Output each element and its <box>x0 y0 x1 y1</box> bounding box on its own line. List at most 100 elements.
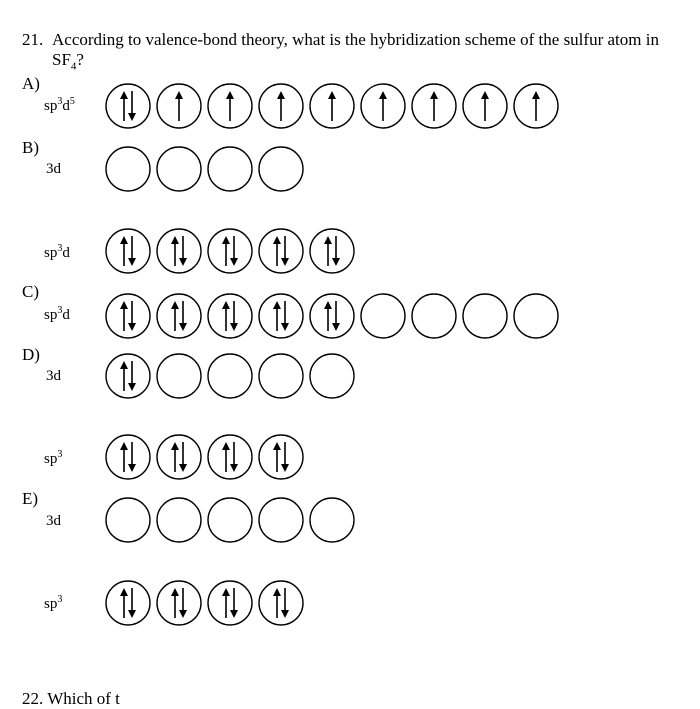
up-arrow-head <box>379 91 387 99</box>
option-a-label: A) <box>22 74 40 93</box>
orbital-circle <box>360 83 406 129</box>
orbital-circle <box>309 497 355 543</box>
option-e-label: E) <box>22 489 39 508</box>
down-arrow-head <box>179 323 187 331</box>
orbital-circle <box>156 293 202 339</box>
orbital-circle <box>513 293 559 339</box>
orbital-circle <box>258 497 304 543</box>
orbital-empty <box>258 146 304 192</box>
orbital-pair <box>258 434 304 480</box>
question-formula: SF4? <box>52 50 84 76</box>
orbital-circle <box>156 83 202 129</box>
up-arrow-head <box>120 301 128 309</box>
orbital-empty <box>156 146 202 192</box>
down-arrow-head <box>128 258 136 266</box>
option-c-label: C) <box>22 282 39 301</box>
orbital-circle <box>258 228 304 274</box>
up-arrow-head <box>120 361 128 369</box>
orbital-empty <box>513 293 559 339</box>
down-arrow-head <box>230 323 238 331</box>
row-label-a: sp3d5 <box>44 96 75 114</box>
orbital-circle <box>462 293 508 339</box>
orbital-circle <box>105 293 151 339</box>
down-arrow-head <box>179 464 187 472</box>
orbital-empty <box>207 353 253 399</box>
orbital-circle <box>207 146 253 192</box>
orbital-pair <box>156 228 202 274</box>
row-label-b1: 3d <box>46 161 61 177</box>
orbital-circle <box>105 497 151 543</box>
orbital-circle <box>462 83 508 129</box>
orbital-empty <box>309 497 355 543</box>
orbital-circle <box>513 83 559 129</box>
orbital-pair <box>105 353 151 399</box>
orbital-circle <box>156 228 202 274</box>
orbital-circle <box>105 353 151 399</box>
orbital-pair <box>105 83 151 129</box>
up-arrow-head <box>481 91 489 99</box>
orbital-empty <box>309 353 355 399</box>
orbital-empty <box>156 353 202 399</box>
up-arrow-head <box>171 301 179 309</box>
up-arrow-head <box>273 301 281 309</box>
orbital-circle <box>360 293 406 339</box>
orbital-pair <box>156 580 202 626</box>
orbital-empty <box>105 146 151 192</box>
orbital-circle <box>258 83 304 129</box>
orbital-empty <box>360 293 406 339</box>
up-arrow-head <box>277 91 285 99</box>
up-arrow-head <box>171 588 179 596</box>
down-arrow-head <box>332 323 340 331</box>
down-arrow-head <box>128 610 136 618</box>
orbital-circle <box>207 83 253 129</box>
orbital-circle <box>207 353 253 399</box>
question-text: According to valence-bond theory, what i… <box>52 30 659 49</box>
orbital-circle <box>207 580 253 626</box>
orbital-up <box>462 83 508 129</box>
up-arrow-head <box>120 91 128 99</box>
down-arrow-head <box>281 464 289 472</box>
orbital-pair <box>207 293 253 339</box>
orbital-up <box>309 83 355 129</box>
orbital-circle <box>258 434 304 480</box>
orbital-circle <box>258 580 304 626</box>
orbital-pair <box>105 580 151 626</box>
orbital-circle <box>258 293 304 339</box>
orbital-up <box>411 83 457 129</box>
orbital-pair <box>258 293 304 339</box>
orbital-circle <box>105 580 151 626</box>
up-arrow-head <box>175 91 183 99</box>
orbital-empty <box>462 293 508 339</box>
row-label-d1: 3d <box>46 368 61 384</box>
orbital-pair <box>105 293 151 339</box>
down-arrow-head <box>281 258 289 266</box>
up-arrow-head <box>273 236 281 244</box>
orbital-circle <box>105 434 151 480</box>
orbital-pair <box>309 228 355 274</box>
orbital-circle <box>156 146 202 192</box>
orbital-circle <box>258 353 304 399</box>
down-arrow-head <box>230 258 238 266</box>
orbital-up <box>258 83 304 129</box>
row-label-c: sp3d <box>44 305 70 323</box>
orbital-up <box>513 83 559 129</box>
formula-subscript: 4 <box>70 60 77 73</box>
orbital-empty <box>105 497 151 543</box>
orbital-circle <box>207 497 253 543</box>
orbital-pair <box>105 228 151 274</box>
orbital-circle <box>156 434 202 480</box>
up-arrow-head <box>222 236 230 244</box>
down-arrow-head <box>281 323 289 331</box>
down-arrow-head <box>128 383 136 391</box>
orbital-pair <box>105 434 151 480</box>
down-arrow-head <box>128 464 136 472</box>
down-arrow-head <box>281 610 289 618</box>
orbital-circle <box>105 228 151 274</box>
up-arrow-head <box>273 442 281 450</box>
orbital-pair <box>156 434 202 480</box>
orbital-circle <box>105 146 151 192</box>
orbital-circle <box>207 434 253 480</box>
orbital-circle <box>309 83 355 129</box>
up-arrow-head <box>171 442 179 450</box>
next-question-fragment: 22. Which of t <box>22 689 120 708</box>
